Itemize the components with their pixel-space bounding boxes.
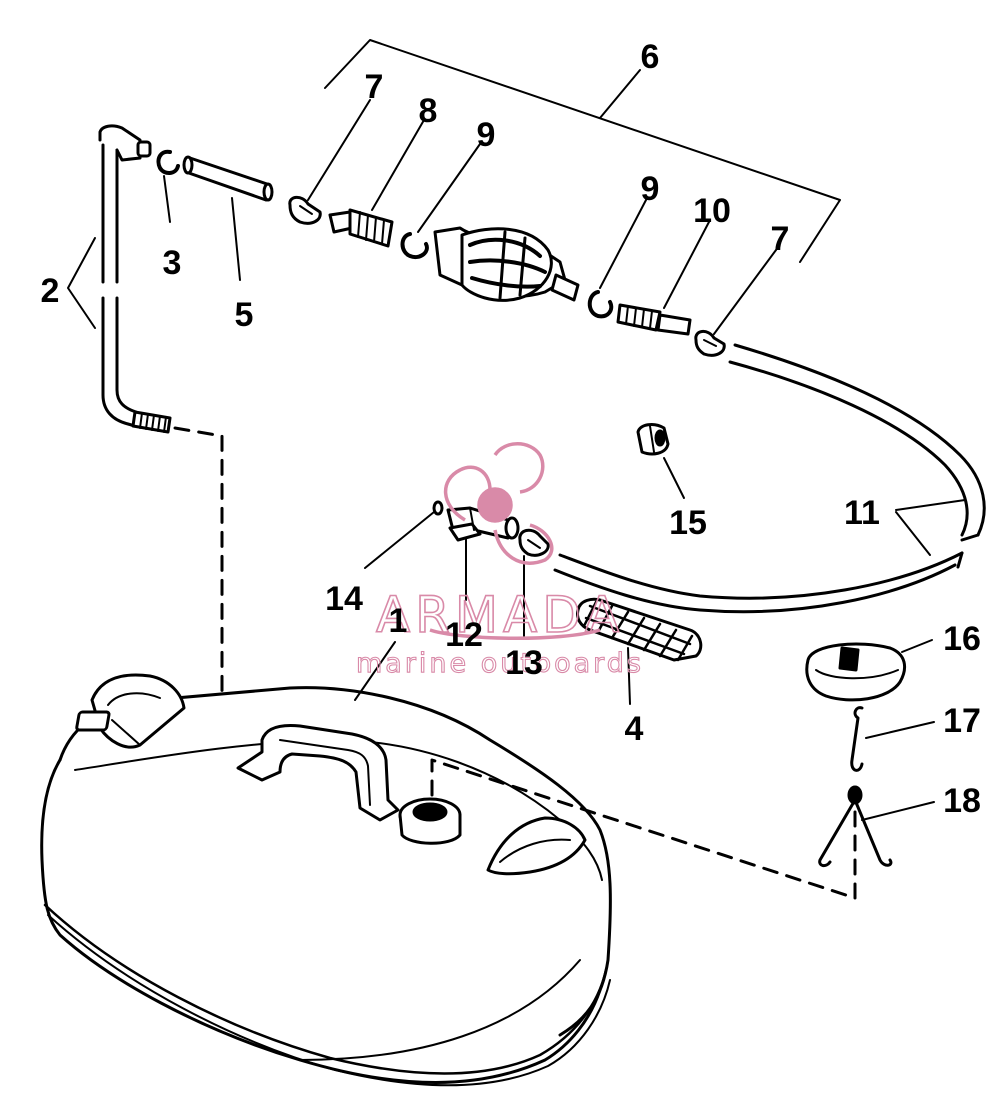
filter-4: [576, 597, 703, 662]
leader-lines: [67, 39, 966, 821]
callout-16: 16: [943, 620, 981, 658]
primer-bulb: [433, 226, 580, 302]
clip-3: [156, 149, 180, 175]
callout-17: 17: [943, 702, 981, 740]
callout-14: 14: [325, 580, 363, 618]
callout-5: 5: [235, 296, 254, 334]
o-ring-14: [432, 500, 444, 516]
callout-10: 10: [693, 192, 731, 230]
watermark-tagline: marine outboards: [356, 648, 644, 679]
hose-11: [553, 343, 986, 614]
callout-13: 13: [505, 644, 543, 682]
connector-12: [446, 506, 520, 542]
callout-18: 18: [943, 782, 981, 820]
tank-rear-handle: [90, 673, 186, 749]
fitting-8: [328, 208, 394, 248]
clamp-13: [518, 528, 550, 557]
callout-11: 11: [844, 494, 880, 532]
tank-front-handle: [486, 816, 587, 876]
callout-1: 1: [389, 602, 408, 640]
callout-7b: 7: [771, 220, 790, 258]
tank-vent-fitting: [75, 710, 111, 732]
fuel-pickup-tube: [98, 124, 172, 434]
hook-17: [850, 706, 864, 772]
callout-12: 12: [445, 616, 483, 654]
fuel-tank: [40, 673, 612, 1087]
callout-4: 4: [625, 710, 644, 748]
propeller-logo-icon: [429, 442, 601, 640]
callout-8: 8: [419, 92, 438, 130]
callout-15: 15: [669, 504, 707, 542]
filler-leader-dashed: [430, 758, 857, 900]
filler-cap-16: [805, 642, 907, 702]
hose-5: [182, 155, 274, 202]
fitting-10: [616, 303, 692, 336]
watermark-brand: ARMADA: [376, 586, 624, 644]
clip-9-right: [587, 290, 614, 319]
callout-2: 2: [41, 272, 60, 310]
callout-7a: 7: [365, 68, 384, 106]
clip-9-left: [400, 232, 429, 259]
plug-15: [636, 423, 670, 456]
callout-9b: 9: [641, 170, 660, 208]
callout-labels: 1 2 3 4 5 6 7 7 8 9 9 10 11 12 13 14 15 …: [41, 38, 981, 820]
callout-6: 6: [641, 38, 660, 76]
armada-watermark: ARMADA marine outboards: [355, 442, 644, 680]
tank-carry-handle: [236, 724, 400, 822]
callout-9a: 9: [477, 116, 496, 154]
pickup-leader-dashed: [173, 426, 224, 702]
tether-18: [818, 785, 893, 868]
callout-3: 3: [163, 244, 182, 282]
